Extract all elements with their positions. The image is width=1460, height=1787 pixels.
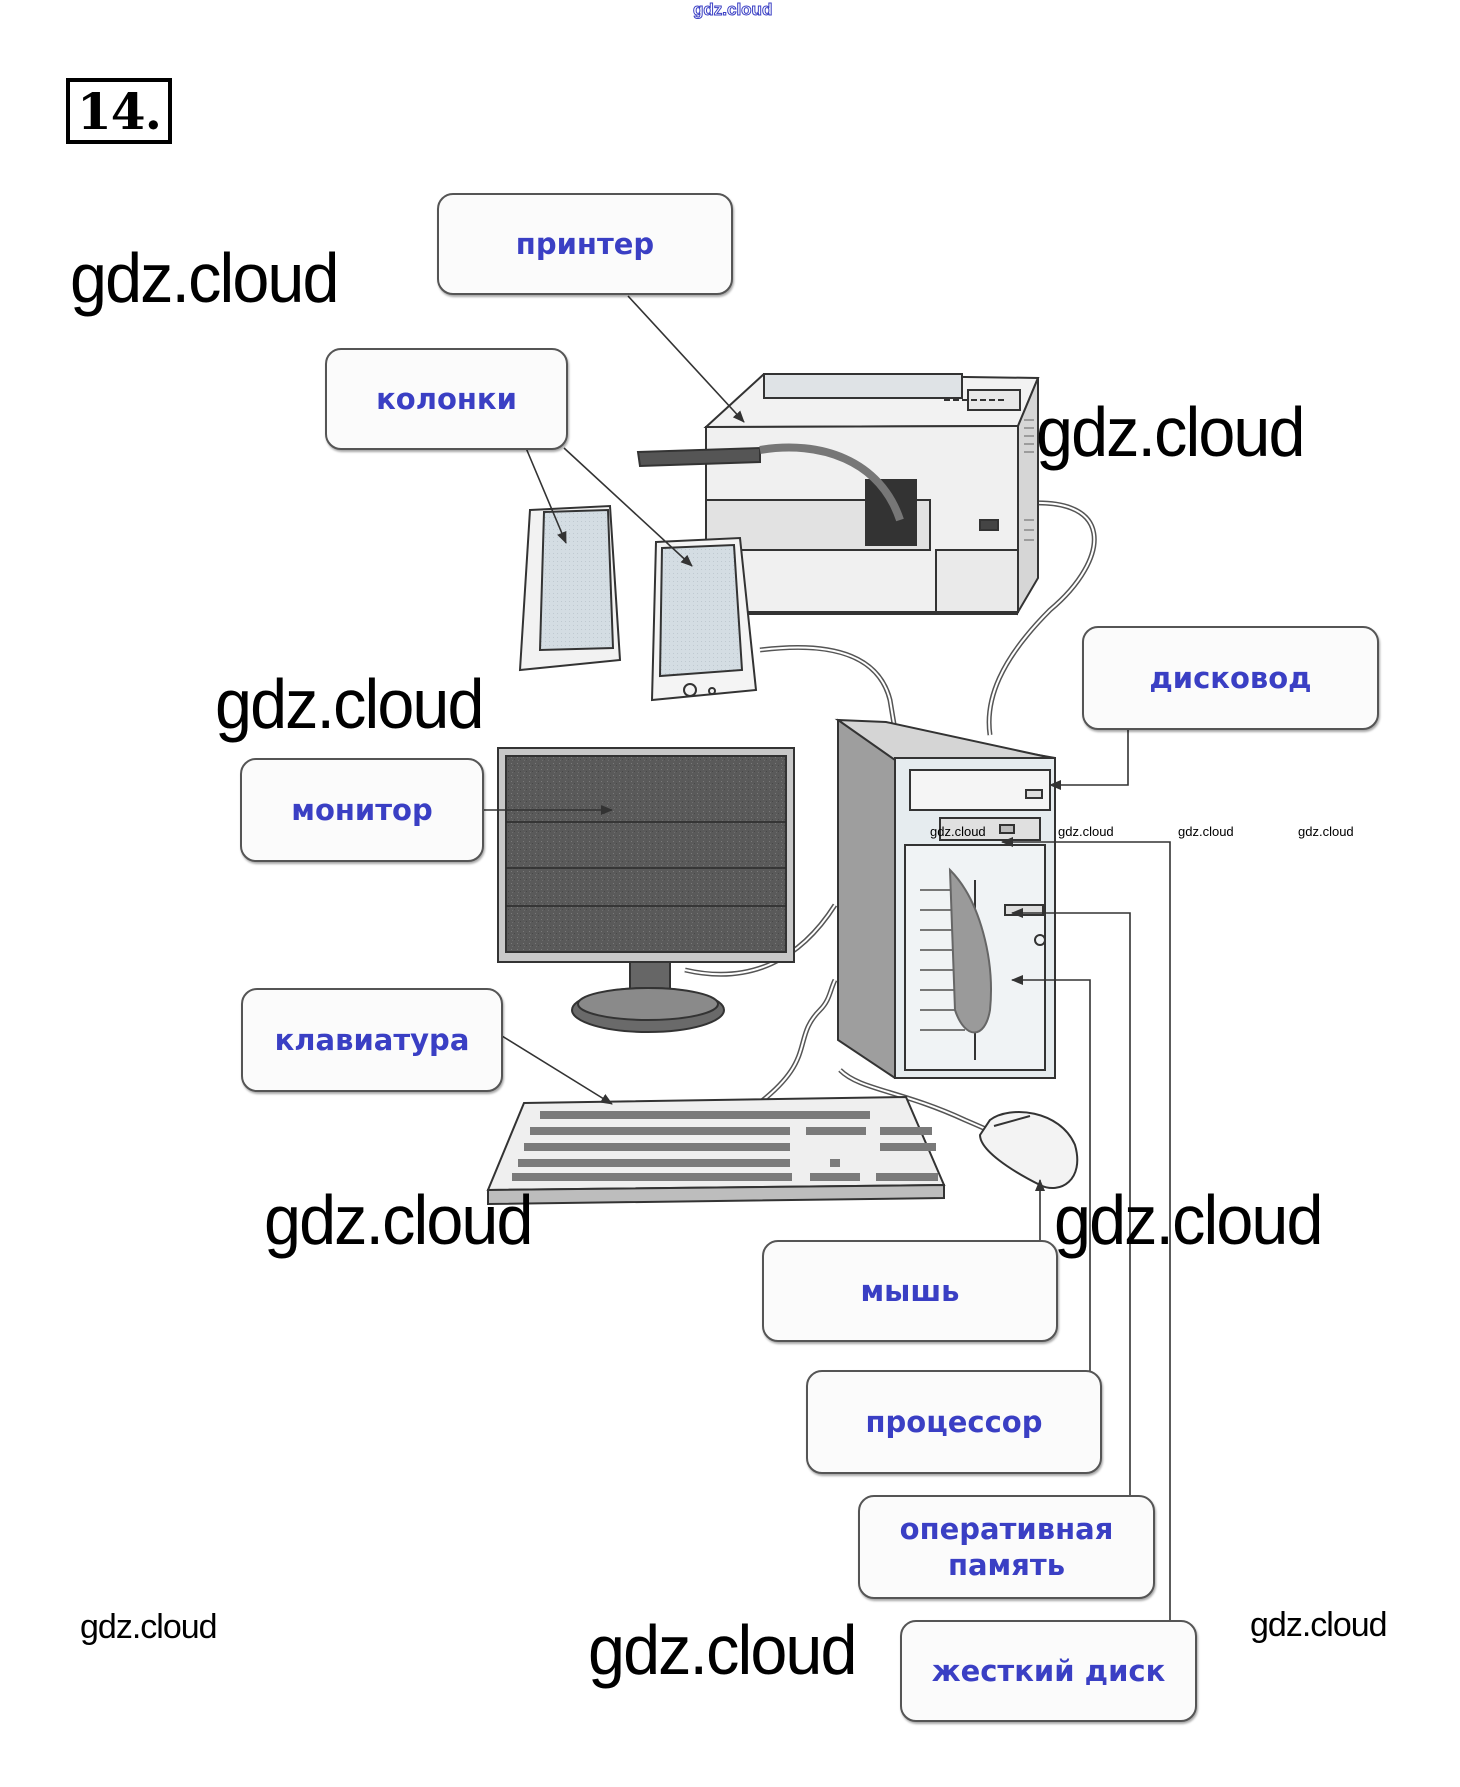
label-ram-text-line1: оперативная (899, 1511, 1114, 1546)
monitor-drawing (497, 747, 795, 1033)
label-speakers-text: колонки (376, 381, 517, 416)
task-number: 14. (66, 78, 172, 144)
label-keyboard: клавиатура (241, 988, 503, 1092)
watermark: gdz.cloud (930, 824, 986, 839)
watermark: gdz.cloud (215, 665, 484, 743)
ram-pointer (1011, 908, 1131, 1497)
keyboard-pointer (501, 1035, 613, 1105)
watermark: gdz.cloud (1036, 393, 1305, 471)
keyboard-cable (748, 978, 838, 1113)
disk-drive-pointer (1049, 730, 1129, 790)
watermark: gdz.cloud (70, 239, 339, 317)
label-hard-disk: жесткий диск (900, 1620, 1197, 1722)
label-disk-drive-text: дисковод (1149, 660, 1312, 695)
keyboard-drawing (486, 1095, 946, 1206)
speakers-drawing (518, 504, 758, 702)
printer-drawing (636, 372, 1040, 616)
label-mouse: мышь (762, 1240, 1058, 1342)
speaker-cable (759, 644, 898, 731)
label-processor: процессор (806, 1370, 1102, 1474)
label-ram-text-line2: память (947, 1548, 1066, 1582)
header-watermark: gdz.cloud (692, 0, 773, 20)
watermark: gdz.cloud (1250, 1606, 1388, 1644)
label-monitor: монитор (240, 758, 484, 862)
watermark: gdz.cloud (1058, 824, 1114, 839)
label-printer-text: принтер (515, 226, 655, 261)
watermark: gdz.cloud (1054, 1181, 1323, 1259)
label-ram: оперативная память (858, 1495, 1155, 1599)
speaker-right-pointer (563, 447, 693, 567)
processor-pointer (1011, 975, 1091, 1372)
watermark: gdz.cloud (588, 1611, 857, 1689)
watermark: gdz.cloud (1178, 824, 1234, 839)
callout-lines (480, 295, 1171, 1620)
label-mouse-text: мышь (860, 1273, 960, 1308)
label-keyboard-text: клавиатура (274, 1022, 470, 1057)
printer-pointer (627, 295, 745, 423)
mouse-drawing (978, 1111, 1079, 1190)
speaker-left-pointer (525, 447, 567, 544)
label-hard-disk-text: жесткий диск (931, 1653, 1166, 1688)
watermark: gdz.cloud (1298, 824, 1354, 839)
label-printer: принтер (437, 193, 733, 295)
watermark: gdz.cloud (264, 1181, 533, 1259)
hard-disk-pointer (1001, 837, 1171, 1620)
label-processor-text: процессор (865, 1404, 1043, 1439)
label-speakers: колонки (325, 348, 568, 450)
label-disk-drive: дисковод (1082, 626, 1379, 730)
watermark: gdz.cloud (80, 1608, 218, 1646)
label-monitor-text: монитор (291, 792, 433, 827)
system-unit-drawing (834, 718, 1056, 1079)
